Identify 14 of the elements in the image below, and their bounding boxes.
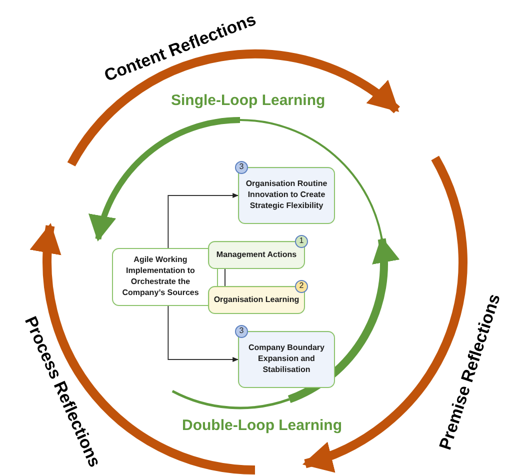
box-text: Company Boundary Expansion and Stabilisation bbox=[247, 343, 326, 376]
connector bbox=[168, 193, 239, 248]
box-text: Organisation Routine Innovation to Create Strategic Flexibility bbox=[244, 179, 328, 212]
loop-label: Double-Loop Learning bbox=[182, 416, 342, 434]
box-text: Organisation Learning bbox=[214, 294, 300, 306]
box-text: Agile Working Implementation to Orchestrate the Company’s Sources bbox=[121, 255, 200, 299]
number-badge: 3 bbox=[235, 161, 248, 174]
connector bbox=[224, 268, 226, 286]
number-badge: 3 bbox=[235, 325, 248, 338]
connector bbox=[168, 306, 239, 362]
number-badge: 2 bbox=[295, 280, 308, 293]
number-badge: 1 bbox=[295, 235, 308, 248]
loop-label: Single-Loop Learning bbox=[171, 92, 326, 108]
box-text: Management Actions bbox=[216, 250, 297, 260]
